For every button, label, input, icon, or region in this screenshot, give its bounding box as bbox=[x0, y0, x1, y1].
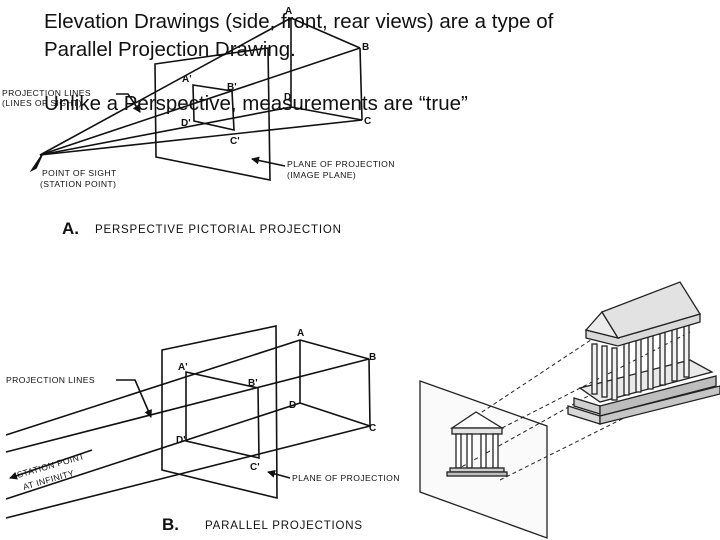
slide-text-line-2: Parallel Projection Drawing. bbox=[44, 38, 296, 61]
fig-a-label-image-plane: (IMAGE PLANE) bbox=[287, 170, 356, 180]
fig-a-sight-line-b bbox=[39, 47, 361, 156]
fig-a-image-quad bbox=[192, 84, 235, 132]
fig-a-plane-of-projection bbox=[154, 47, 271, 181]
temple-step-side bbox=[599, 375, 717, 417]
fig-b-object-edge-bc bbox=[368, 358, 371, 427]
fig-b-plane-of-projection bbox=[161, 325, 278, 500]
fig-a-station-point-mark bbox=[29, 154, 43, 173]
fig-b-letter: B. bbox=[162, 515, 179, 534]
fig-b-leader-projection-lines bbox=[116, 379, 152, 418]
slide-text-block: Elevation Drawings (side, front, rear vi… bbox=[44, 8, 684, 118]
slide-text-line-3: Unlike a Perspective, measurements are “… bbox=[44, 92, 468, 115]
fig-b-leader-station bbox=[9, 449, 93, 480]
figure-a-labels: PROJECTION LINES (LINES OF SIGHT) POINT … bbox=[2, 6, 395, 238]
fig-a-letter: A. bbox=[62, 219, 79, 238]
temple-roof bbox=[601, 281, 702, 339]
fig-a-leader-plane bbox=[251, 156, 286, 167]
temple-illustration bbox=[419, 281, 720, 539]
fig-a-label-point-of-sight: POINT OF SIGHT bbox=[42, 168, 117, 178]
fig-b-point-c: C bbox=[369, 423, 376, 434]
fig-a-leader-projection-lines bbox=[116, 93, 141, 113]
fig-b-projector-c bbox=[5, 425, 371, 519]
fig-b-label-projection-lines: PROJECTION LINES bbox=[6, 375, 95, 385]
fig-b-title: PARALLEL PROJECTIONS bbox=[205, 520, 363, 532]
fig-a-label-plane: PLANE OF PROJECTION bbox=[287, 159, 395, 169]
figure-a-perspective bbox=[29, 17, 363, 181]
fig-b-point-c-prime: C' bbox=[250, 462, 260, 473]
fig-a-label-lines-of-sight: (LINES OF SIGHT) bbox=[2, 98, 82, 108]
fig-b-projector-b bbox=[5, 358, 370, 453]
fig-a-point-d: D bbox=[284, 92, 291, 103]
fig-b-point-d-prime: D' bbox=[176, 435, 186, 446]
fig-b-projector-d bbox=[5, 402, 301, 500]
fig-b-leader-plane bbox=[267, 469, 291, 479]
fig-b-point-a: A bbox=[297, 328, 304, 339]
fig-a-point-a-prime: A' bbox=[182, 74, 192, 85]
fig-a-object-edge-bc bbox=[359, 47, 363, 121]
fig-b-label-plane: PLANE OF PROJECTION bbox=[292, 473, 400, 483]
fig-a-label-station-point: (STATION POINT) bbox=[40, 179, 116, 189]
fig-a-title: PERSPECTIVE PICTORIAL PROJECTION bbox=[95, 224, 342, 236]
fig-a-sight-line-a bbox=[39, 17, 292, 156]
fig-a-point-a: A bbox=[285, 6, 292, 17]
fig-a-point-b-prime: B' bbox=[227, 82, 237, 93]
fig-a-point-b: B bbox=[362, 42, 369, 53]
temple-columns bbox=[591, 319, 690, 401]
fig-a-label-projection-lines: PROJECTION LINES bbox=[2, 88, 91, 98]
fig-b-image-quad bbox=[185, 371, 260, 460]
fig-a-point-c: C bbox=[364, 116, 371, 127]
temple-step-lower-side bbox=[599, 385, 720, 425]
fig-b-object-edge-dc bbox=[299, 402, 371, 427]
fig-a-object-edge-ab bbox=[290, 17, 361, 49]
fig-a-object-edge-dc bbox=[290, 106, 363, 121]
fig-a-sight-line-c bbox=[39, 119, 363, 156]
fig-b-projector-a bbox=[5, 339, 301, 436]
fig-b-point-a-prime: A' bbox=[178, 362, 188, 373]
figure-b-parallel bbox=[5, 325, 371, 519]
fig-b-object-edge-ab bbox=[299, 339, 370, 360]
fig-b-point-b: B bbox=[369, 352, 376, 363]
temple-elevation-step-2 bbox=[446, 471, 508, 477]
fig-a-point-c-prime: C' bbox=[230, 136, 240, 147]
fig-b-point-b-prime: B' bbox=[248, 378, 258, 389]
fig-a-point-d-prime: D' bbox=[181, 118, 191, 129]
temple-elevation-entablature bbox=[451, 427, 503, 435]
slide-text-line-1: Elevation Drawings (side, front, rear vi… bbox=[44, 10, 554, 33]
fig-a-sight-line-d bbox=[39, 106, 292, 156]
fig-b-point-d: D bbox=[289, 400, 296, 411]
